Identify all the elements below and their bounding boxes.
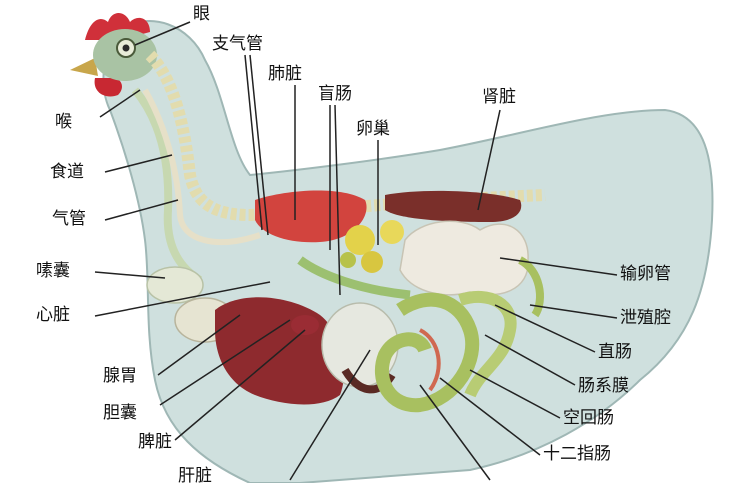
label-eye: 眼: [193, 4, 210, 24]
cecum: [297, 256, 411, 300]
leader-lines: [94, 21, 618, 481]
spleen: [291, 315, 319, 335]
trachea: [142, 88, 261, 245]
esophagus: [131, 87, 203, 284]
label-jejunum-ileum: 空回肠: [563, 408, 614, 428]
wattle: [94, 78, 122, 97]
label-duodenum: 十二指肠: [543, 444, 611, 464]
label-trachea: 气管: [52, 209, 86, 229]
cloaca: [517, 256, 544, 318]
label-kidney: 肾脏: [482, 87, 516, 107]
label-crop: 嗉囊: [36, 261, 70, 281]
label-esophagus: 食道: [50, 162, 84, 182]
oviduct: [399, 220, 529, 296]
label-gallbladder: 胆囊: [103, 403, 137, 423]
label-mesentery: 肠系膜: [578, 376, 629, 396]
label-spleen: 脾脏: [138, 432, 172, 452]
crop: [146, 266, 204, 304]
label-liver: 肝脏: [178, 466, 212, 483]
label-ovary: 卵巢: [356, 119, 390, 139]
label-cloaca: 泄殖腔: [620, 308, 671, 328]
label-cecum: 盲肠: [318, 84, 352, 104]
label-bronchus: 支气管: [212, 34, 263, 54]
label-oviduct: 输卵管: [620, 264, 671, 284]
label-lung: 肺脏: [268, 64, 302, 84]
kidney: [385, 190, 522, 222]
label-heart: 心脏: [36, 305, 70, 325]
beak: [70, 58, 98, 76]
label-larynx: 喉: [55, 112, 72, 132]
label-proventriculus: 腺胃: [103, 366, 137, 386]
intestine: [374, 292, 480, 413]
label-rectum: 直肠: [598, 342, 632, 362]
ovary-yolk: [345, 225, 375, 255]
